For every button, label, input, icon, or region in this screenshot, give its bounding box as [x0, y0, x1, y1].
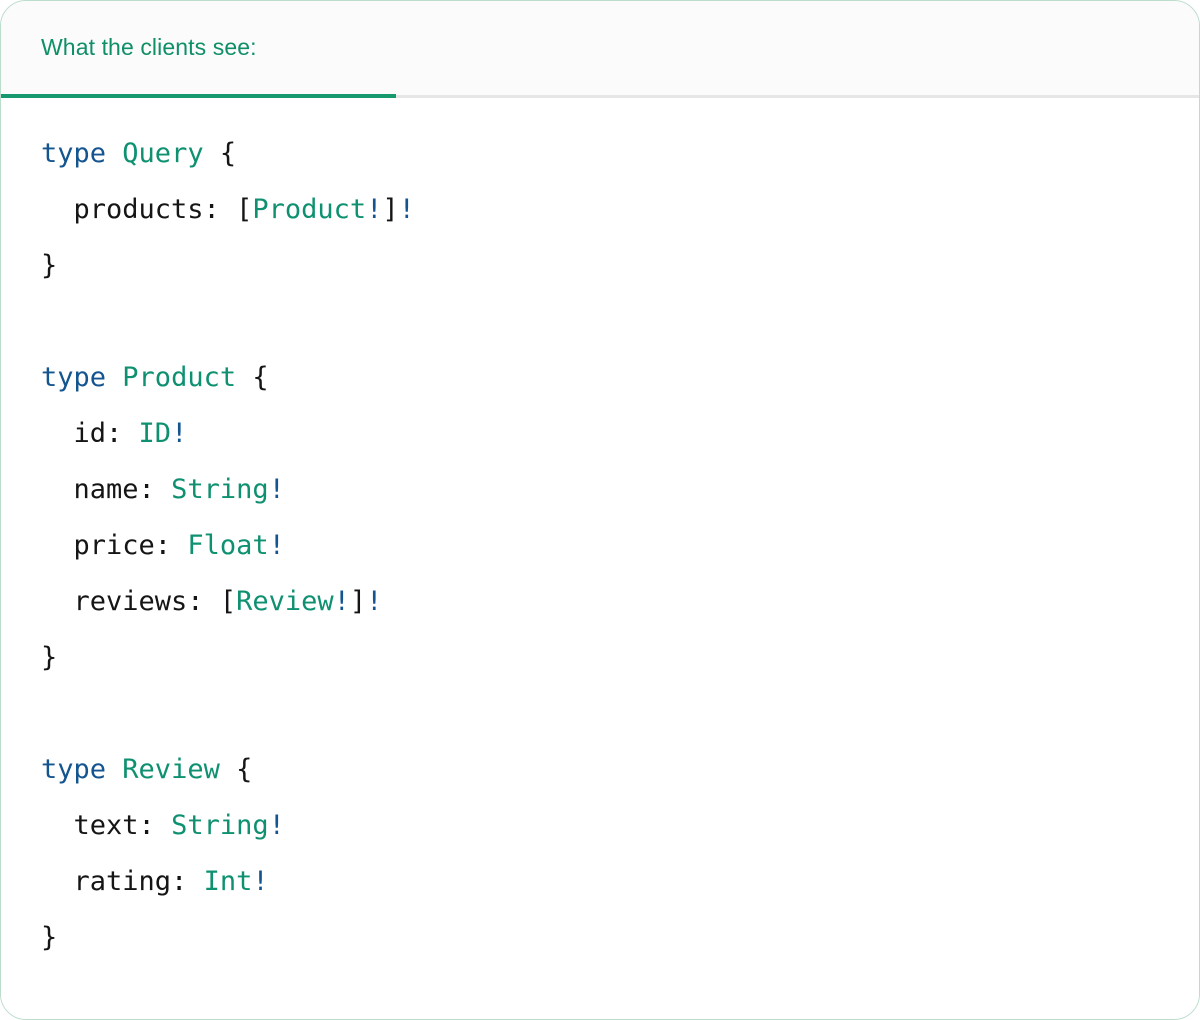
code-line: type Product { [41, 350, 1199, 406]
code-token-punc: [ [236, 194, 253, 225]
code-token-punc [106, 138, 122, 169]
code-root: type Query { products: [Product!]! } typ… [41, 126, 1199, 966]
code-token-punc: } [41, 642, 58, 673]
code-token-name: price: [41, 530, 172, 561]
code-token-punc [171, 530, 187, 561]
code-token-punc [220, 754, 236, 785]
code-line: type Query { [41, 126, 1199, 182]
code-token-bang: ! [268, 474, 285, 505]
code-token-type: Query [122, 138, 204, 169]
code-token-punc [155, 810, 171, 841]
code-token-punc: { [219, 138, 237, 169]
code-line: } [41, 238, 1199, 294]
code-token-bang: ! [268, 530, 285, 561]
code-token-name: name: [41, 474, 155, 505]
code-token-punc: } [41, 922, 58, 953]
code-token-punc [187, 866, 203, 897]
code-token-name: products: [41, 194, 220, 225]
code-token-punc [106, 362, 122, 393]
code-token-bang: ! [333, 586, 350, 617]
code-token-punc [155, 474, 171, 505]
code-line: text: String! [41, 798, 1199, 854]
code-token-type: String [171, 474, 269, 505]
code-token-punc: { [252, 362, 269, 393]
code-line: products: [Product!]! [41, 182, 1199, 238]
code-token-bang: ! [171, 418, 188, 449]
code-line: price: Float! [41, 518, 1199, 574]
code-token-punc [204, 138, 220, 169]
code-token-type: Review [122, 754, 220, 785]
code-token-type: Product [122, 362, 237, 393]
code-token-name: rating: [41, 866, 188, 897]
code-token-type: Review [236, 586, 334, 617]
code-token-kw: type [41, 362, 107, 393]
code-token-bang: ! [398, 194, 415, 225]
code-token-bang: ! [366, 194, 383, 225]
code-line [41, 294, 1199, 350]
code-token-punc [106, 754, 122, 785]
code-line: type Review { [41, 742, 1199, 798]
code-line: rating: Int! [41, 854, 1199, 910]
code-token-type: ID [138, 418, 172, 449]
tab-what-the-clients-see[interactable]: What the clients see: [1, 1, 396, 98]
code-token-punc [204, 586, 220, 617]
code-line: name: String! [41, 462, 1199, 518]
tab-bar: What the clients see: [1, 1, 1199, 98]
code-token-punc [236, 362, 252, 393]
code-token-punc [122, 418, 138, 449]
code-token-punc: ] [349, 586, 367, 617]
code-token-bang: ! [268, 810, 285, 841]
graphql-schema-code: type Query { products: [Product!]! } typ… [41, 126, 1199, 966]
code-line: } [41, 630, 1199, 686]
code-token-punc [220, 194, 236, 225]
code-token-name: id: [41, 418, 123, 449]
code-token-punc: { [236, 754, 253, 785]
code-line: id: ID! [41, 406, 1199, 462]
code-token-punc: [ [219, 586, 237, 617]
code-token-bang: ! [366, 586, 383, 617]
code-token-bang: ! [252, 866, 269, 897]
code-token-kw: type [41, 138, 107, 169]
code-token-type: Product [252, 194, 367, 225]
code-viewer[interactable]: type Query { products: [Product!]! } typ… [1, 98, 1199, 1017]
code-token-type: Int [203, 866, 253, 897]
code-line [41, 686, 1199, 742]
code-token-type: Float [187, 530, 269, 561]
code-token-punc: ] [382, 194, 399, 225]
code-token-name: reviews: [41, 586, 204, 617]
code-line: reviews: [Review!]! [41, 574, 1199, 630]
code-token-punc: } [41, 250, 58, 281]
code-token-kw: type [41, 754, 107, 785]
code-token-type: String [171, 810, 269, 841]
tab-label: What the clients see: [41, 34, 257, 60]
code-token-name: text: [41, 810, 155, 841]
code-line: } [41, 910, 1199, 966]
